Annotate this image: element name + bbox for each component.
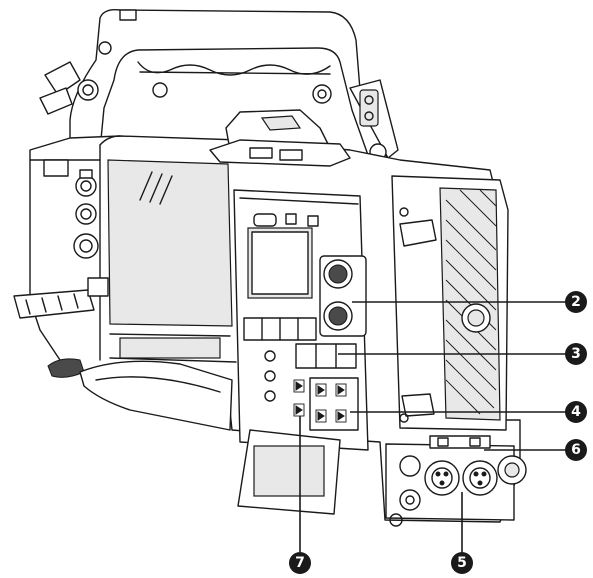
callout-badge-7: 7 [289,552,311,574]
callout-label-3: 3 [571,346,581,362]
callout-badge-2: 2 [565,291,587,313]
side-control-panel [233,189,369,515]
callout-badge-3: 3 [565,343,587,365]
connector-panel [385,435,527,527]
battery-mount [391,175,509,431]
callout-badge-5: 5 [451,552,473,574]
callout-label-4: 4 [571,404,581,420]
callout-label-5: 5 [457,555,467,571]
callout-label-6: 6 [571,442,581,458]
carry-handle [39,8,391,173]
callout-label-2: 2 [571,294,581,310]
callout-badge-4: 4 [565,401,587,423]
callout-leaders [299,301,566,552]
top-deck [209,109,351,167]
callout-badge-6: 6 [565,439,587,461]
callout-label-7: 7 [295,555,305,571]
handle-rear-mount [349,79,399,161]
